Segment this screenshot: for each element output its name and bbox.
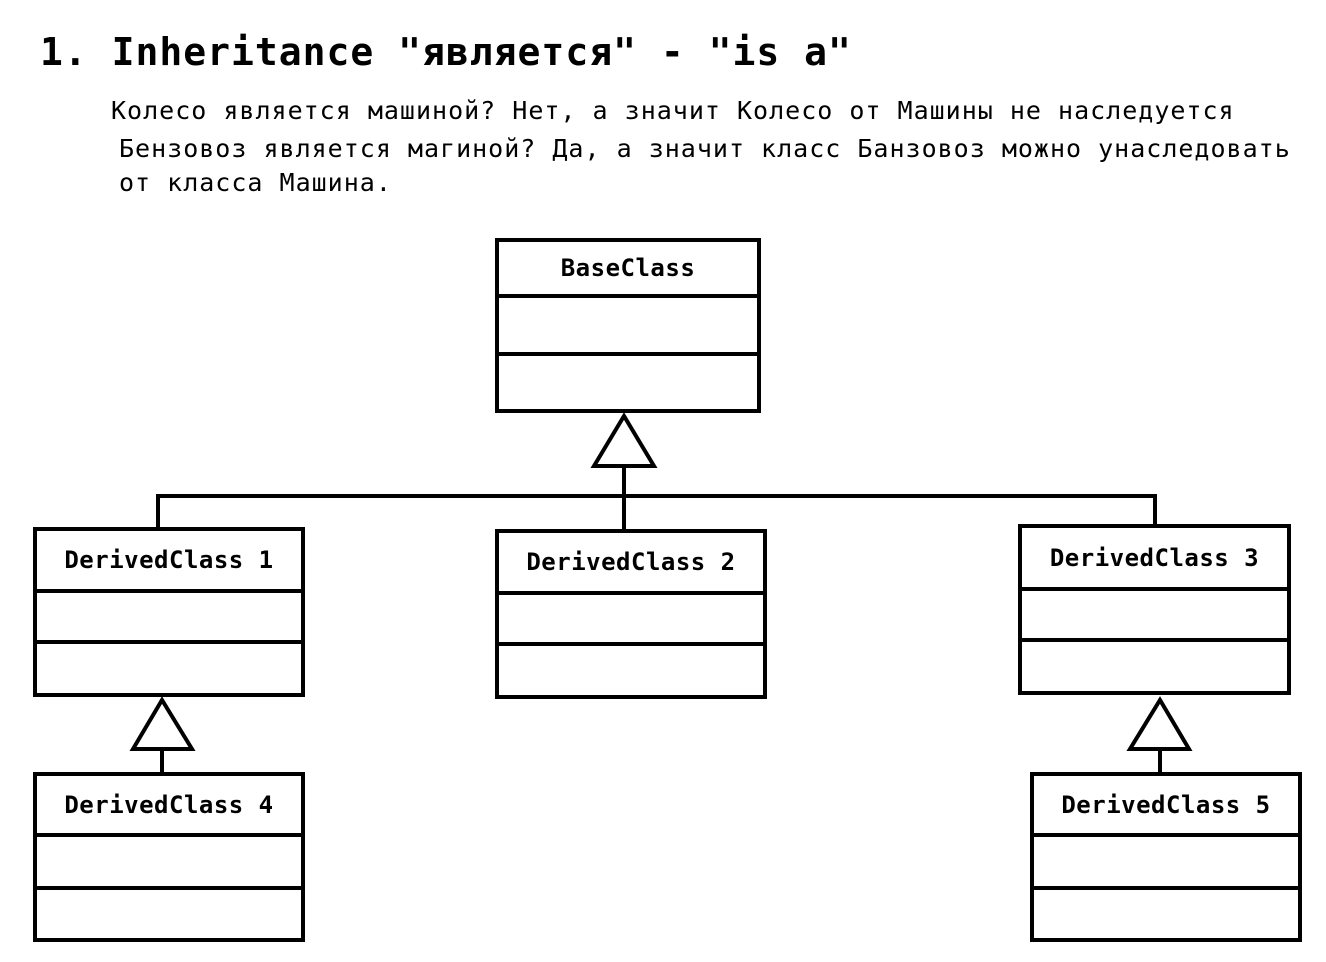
inheritance-arrow-base (590, 412, 658, 468)
class-box-derived3: DerivedClass 3 (1018, 524, 1291, 695)
class-attributes-derived4 (37, 837, 301, 890)
text-line-2: Бензовоз является магиной? Да, а значит … (119, 134, 1291, 163)
class-name-derived3: DerivedClass 3 (1022, 528, 1287, 591)
class-box-derived1: DerivedClass 1 (33, 527, 305, 697)
class-name-derived2: DerivedClass 2 (499, 533, 763, 595)
class-attributes-derived1 (37, 593, 301, 644)
class-attributes-base (499, 298, 757, 356)
class-operations-derived2 (499, 646, 763, 695)
class-box-derived5: DerivedClass 5 (1030, 772, 1302, 942)
class-box-derived4: DerivedClass 4 (33, 772, 305, 942)
class-name-derived4: DerivedClass 4 (37, 776, 301, 837)
inheritance-arrow-derived1 (129, 696, 196, 751)
class-attributes-derived3 (1022, 591, 1287, 642)
class-name-base: BaseClass (499, 242, 757, 298)
inheritance-arrow-derived3 (1126, 696, 1193, 751)
class-box-derived2: DerivedClass 2 (495, 529, 767, 699)
class-operations-derived1 (37, 644, 301, 693)
class-name-derived1: DerivedClass 1 (37, 531, 301, 593)
class-operations-derived4 (37, 890, 301, 938)
class-attributes-derived2 (499, 595, 763, 646)
class-operations-base (499, 356, 757, 409)
class-attributes-derived5 (1034, 837, 1298, 890)
class-name-derived5: DerivedClass 5 (1034, 776, 1298, 837)
class-operations-derived5 (1034, 890, 1298, 938)
text-line-3: от класса Машина. (119, 168, 392, 197)
text-line-1: Колесо является машиной? Нет, а значит К… (111, 96, 1235, 125)
class-box-base: BaseClass (495, 238, 761, 413)
class-operations-derived3 (1022, 642, 1287, 691)
page-title: 1. Inheritance "является" - "is a" (40, 30, 852, 74)
